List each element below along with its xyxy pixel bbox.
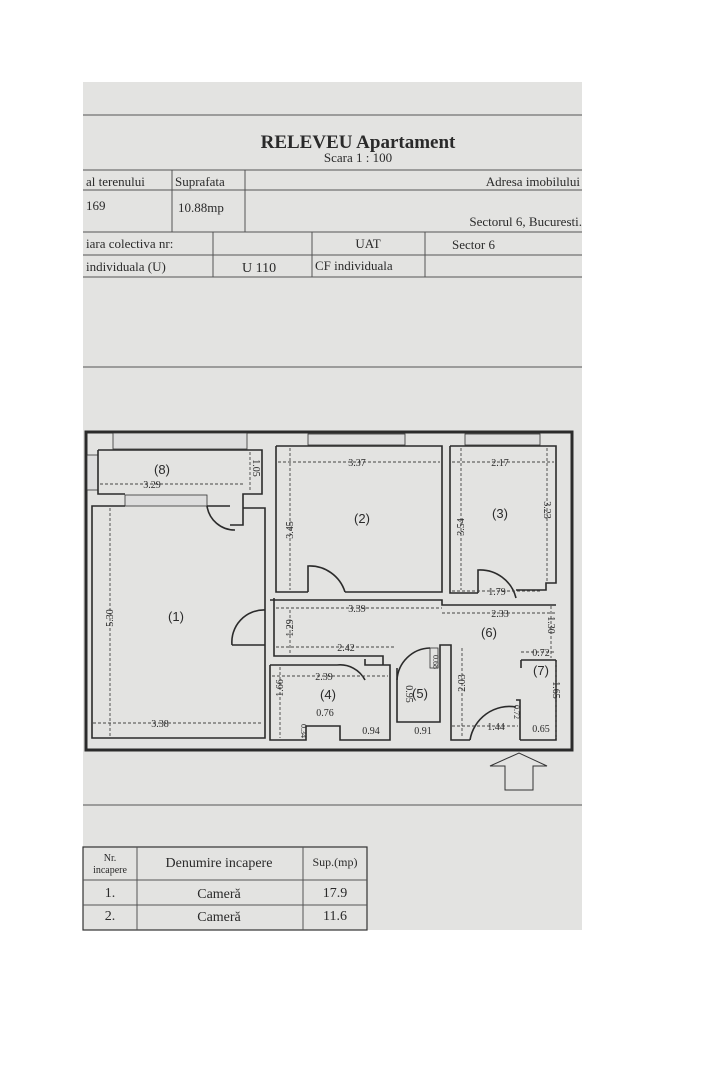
room-label: (3): [492, 506, 508, 521]
individuala-label: individuala (U): [86, 259, 166, 274]
individuala-value: U 110: [242, 261, 276, 276]
dimension-label: 1.79: [488, 587, 506, 598]
uat-value: Sector 6: [452, 237, 495, 252]
dimension-label: 2.42: [337, 643, 355, 654]
table-header-nr: Nr.: [104, 853, 117, 864]
scale-label: Scara 1 : 100: [324, 150, 392, 165]
dimension-label: 3.29: [143, 480, 161, 491]
dimension-label: 0.34: [299, 724, 308, 738]
svg-text:Cameră: Cameră: [197, 887, 241, 902]
dimension-label: 0.76: [316, 708, 334, 719]
room-label: (6): [481, 625, 497, 640]
floor-plan: [84, 430, 574, 752]
suprafata-header: Suprafata: [175, 174, 225, 189]
cf-individuala-label: CF individuala: [315, 258, 393, 273]
dimension-label: 1.66: [275, 679, 286, 697]
entrance-arrow-icon: [489, 752, 548, 791]
adresa-header: Adresa imobilului: [486, 174, 581, 189]
dimension-label: 5.30: [105, 609, 116, 627]
dimension-label: 3.54: [456, 518, 467, 536]
table-header-nr: incapere: [93, 865, 127, 876]
teren-header: al terenului: [86, 174, 145, 189]
dimension-label: 0.91: [414, 726, 432, 737]
dimension-label: 0.72: [532, 648, 550, 659]
uat-label: UAT: [355, 236, 380, 251]
svg-text:Cameră: Cameră: [197, 910, 241, 925]
dimension-label: 1.29: [285, 619, 296, 637]
dimension-label: 1.30: [545, 616, 556, 634]
svg-text:1.: 1.: [105, 886, 116, 901]
dimension-label: 2.17: [491, 458, 509, 469]
room-label: (7): [533, 663, 549, 678]
svg-text:11.6: 11.6: [323, 909, 347, 924]
suprafata-value: 10.88mp: [178, 200, 224, 215]
svg-text:17.9: 17.9: [323, 886, 348, 901]
table-header-area: Sup.(mp): [313, 855, 358, 869]
room-label: (8): [154, 462, 170, 477]
room-label: (4): [320, 687, 336, 702]
rooms-table: [82, 846, 368, 931]
dimension-label: 0.95: [403, 685, 414, 703]
cf-colectiva-label: iara colectiva nr:: [86, 236, 173, 251]
dimension-label: 1.44: [487, 722, 505, 733]
dimension-label: 2.33: [491, 609, 509, 620]
dimension-label: 0.72: [512, 705, 521, 719]
header-table: [83, 169, 582, 278]
svg-text:2.: 2.: [105, 909, 116, 924]
table-row: 1. Cameră 17.9: [105, 886, 348, 902]
teren-value: 169: [86, 198, 106, 213]
table-row: 2. Cameră 11.6: [105, 909, 347, 925]
dimension-label: 3.39: [348, 604, 366, 615]
dimension-label: 3.23: [541, 501, 552, 519]
dimension-label: 3.38: [151, 719, 169, 730]
dimension-label: 1.05: [250, 459, 261, 477]
adresa-value: Sectorul 6, Bucuresti.: [469, 214, 582, 229]
document-title: RELEVEU Apartament: [261, 132, 456, 153]
dimension-label: 1.65: [550, 681, 561, 699]
room-label: (1): [168, 609, 184, 624]
dimension-label: 2.03: [457, 674, 468, 692]
table-header-name: Denumire incapere: [166, 856, 273, 871]
room-label: (2): [354, 511, 370, 526]
dimension-label: 3.45: [285, 521, 296, 539]
dimension-label: 0.94: [362, 726, 380, 737]
dimension-label: 0.68: [431, 655, 440, 669]
dimension-label: 3.37: [348, 458, 366, 469]
dimension-label: 0.65: [532, 724, 550, 735]
dimension-label: 2.39: [315, 672, 333, 683]
room-label: (5): [412, 686, 428, 701]
